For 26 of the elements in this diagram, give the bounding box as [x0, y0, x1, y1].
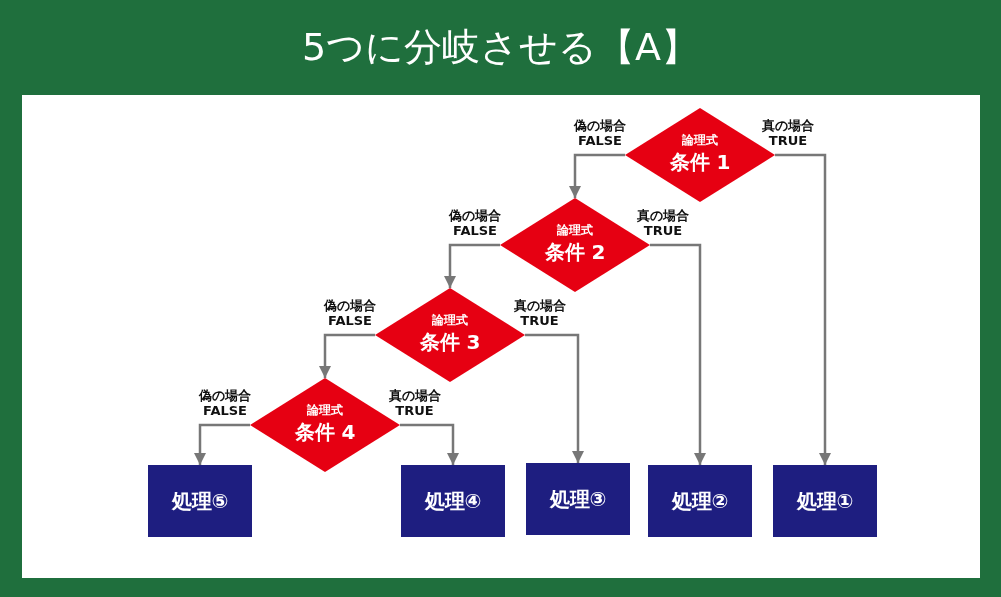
process-box: 処理③: [526, 463, 630, 535]
edge-label: 偽の場合 FALSE: [447, 208, 502, 238]
condition-label: 条件 1: [668, 150, 732, 174]
flow-arrow: [650, 243, 707, 465]
process-box: 処理⑤: [148, 465, 252, 537]
title: 5つに分岐させる【A】: [300, 24, 701, 71]
condition-label: 条件 3: [418, 330, 482, 354]
edge-label: 真の場合 TRUE: [636, 208, 690, 238]
flow-arrow: [400, 423, 460, 465]
flow-arrow: [525, 333, 585, 463]
edge-label: 偽の場合 FALSE: [322, 298, 377, 328]
flow-arrow: [443, 243, 500, 288]
process-box: 処理④: [401, 465, 505, 537]
edge-label: 真の場合 TRUE: [512, 298, 567, 328]
condition-label: 条件 2: [543, 240, 607, 264]
edge-label: 真の場合 TRUE: [761, 118, 815, 148]
edge-label: 真の場合 TRUE: [387, 388, 442, 418]
flow-arrow: [775, 153, 832, 465]
flow-arrow: [318, 333, 375, 378]
edge-label: 偽の場合 FALSE: [572, 118, 627, 148]
edge-label: 偽の場合 FALSE: [197, 388, 252, 418]
process-box: 処理①: [773, 465, 877, 537]
condition-label: 条件 4: [293, 420, 357, 444]
process-box: 処理②: [648, 465, 752, 537]
flow-arrow: [568, 153, 625, 198]
flow-arrow: [193, 423, 250, 465]
